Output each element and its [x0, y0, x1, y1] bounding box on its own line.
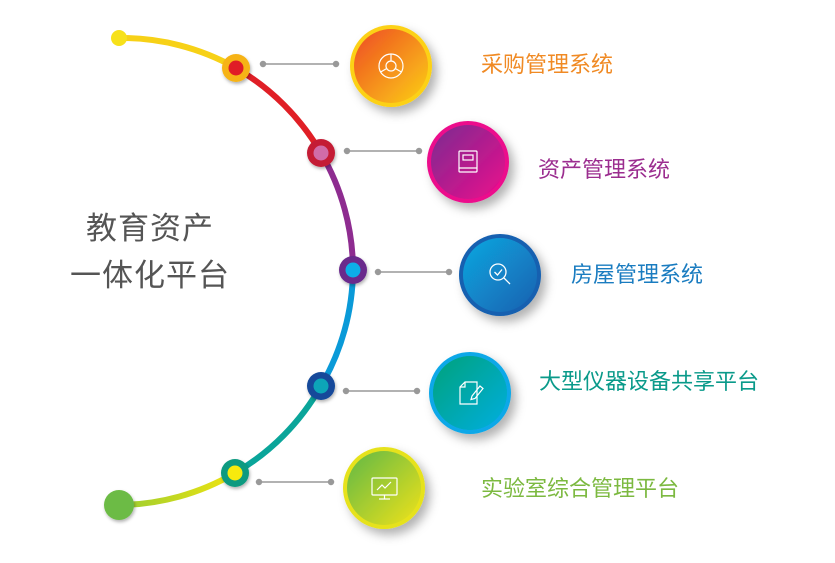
label-procurement-system: 采购管理系统: [481, 53, 614, 78]
platform-title-line1: 教育资产: [86, 211, 214, 247]
monitor-chart-icon: [371, 477, 398, 500]
arc-segment-green: [116, 470, 238, 508]
system-circle-5: [343, 447, 425, 529]
pie-chart-icon: [378, 53, 404, 79]
edit-document-icon: [459, 381, 484, 405]
label-housing-system: 房屋管理系统: [571, 263, 704, 288]
search-check-icon: [489, 263, 511, 285]
connector-1: [259, 60, 340, 68]
node-5: [221, 459, 249, 487]
node-4: [307, 372, 335, 400]
platform-title-line2: 一体化平台: [70, 258, 230, 294]
node-3: [339, 256, 367, 284]
label-laboratory-platform: 实验室综合管理平台: [481, 477, 680, 502]
arc-segment-blue: [318, 267, 356, 389]
connector-2: [343, 147, 423, 155]
connector-3: [374, 268, 453, 276]
arc-segment-red: [233, 65, 324, 156]
arc-start-dot: [111, 30, 127, 46]
node-1: [222, 54, 250, 82]
arc-segment-purple: [318, 150, 356, 273]
label-asset-system: 资产管理系统: [538, 158, 671, 183]
node-2: [307, 139, 335, 167]
arc-end-dot: [104, 490, 134, 520]
system-circle-1: [350, 25, 432, 107]
arc-segment-teal: [232, 383, 324, 476]
arc-segment-yellow: [116, 34, 239, 71]
label-instrument-sharing-platform: 大型仪器设备共享平台: [539, 370, 760, 395]
system-circle-4: [429, 352, 511, 434]
book-icon: [458, 150, 478, 173]
connector-4: [342, 387, 421, 395]
system-circle-2: [427, 121, 509, 203]
connector-5: [255, 478, 335, 486]
system-circle-3: [459, 234, 541, 316]
